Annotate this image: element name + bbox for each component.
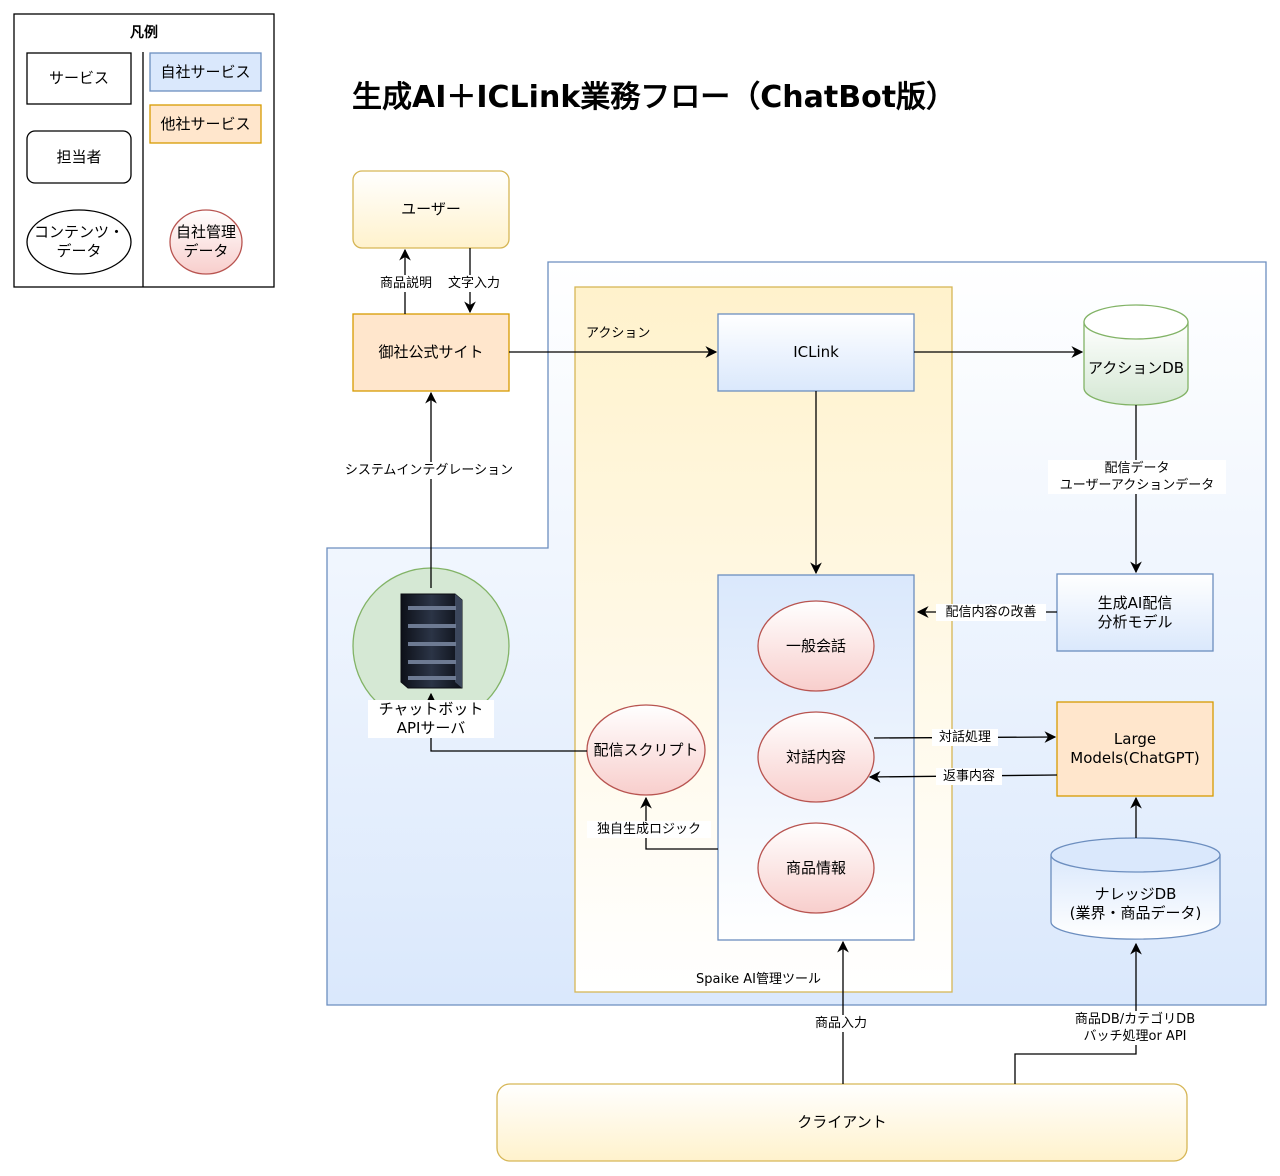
edge-label-product-input: 商品入力 — [808, 1015, 874, 1032]
edge-label-text-input: 文字入力 — [442, 275, 506, 292]
legend-other-service-shape — [149, 104, 262, 144]
edge-client-knowledge — [1014, 942, 1142, 1084]
action-db-top — [1083, 304, 1189, 340]
edge-label-improve: 配信内容の改善 — [936, 604, 1046, 621]
legend-staff-label: 担当者 — [56, 147, 102, 166]
legend-staff-shape — [26, 130, 132, 184]
client-shape — [496, 1083, 1188, 1162]
server-rack-icon — [400, 593, 463, 689]
legend-service-shape — [26, 52, 132, 105]
client-node: クライアント — [797, 1113, 887, 1131]
knowledge-db-top — [1050, 837, 1221, 873]
script-shape — [586, 704, 706, 796]
site-shape — [352, 313, 510, 392]
legend-other-service-label: 他社サービス — [160, 114, 251, 133]
legend-own-service-shape — [149, 52, 262, 92]
edge-label-dialog-process: 対話処理 — [932, 729, 998, 746]
general-chat-shape — [757, 600, 875, 692]
user-node: ユーザー — [401, 200, 461, 218]
edge-label-unique-logic: 独自生成ロジック — [587, 821, 711, 838]
product-info-shape — [757, 822, 875, 914]
knowledge-db-node: ナレッジDB (業界・商品データ) — [1069, 885, 1202, 922]
legend-service-label: サービス — [48, 69, 109, 87]
legend-heading: 凡例 — [130, 24, 158, 41]
edge-label-system-integration: システムインテグレーション — [334, 462, 524, 479]
edge-engine-script — [640, 796, 718, 850]
edge-label-product-db-batch: 商品DB/カテゴリDB バッチ処理or API — [1064, 1011, 1206, 1045]
llm-node: Large Models(ChatGPT) — [1070, 730, 1200, 767]
ai-model-shape — [1056, 573, 1214, 652]
iclink-node: ICLink — [793, 343, 839, 361]
dialog-node: 対話内容 — [785, 747, 846, 766]
script-node: 配信スクリプト — [593, 740, 699, 759]
legend-content-label: コンテンツ・ データ — [33, 223, 124, 260]
legend-own-data-label: 自社管理 データ — [175, 223, 236, 260]
edge-label-delivery-data: 配信データ ユーザーアクションデータ — [1048, 460, 1226, 494]
page-title: 生成AI＋ICLink業務フロー（ChatBot版） — [352, 80, 957, 115]
legend-content-shape — [26, 209, 132, 275]
dialog-shape — [757, 711, 875, 803]
general-chat-node: 一般会話 — [785, 636, 846, 655]
edge-label-reply: 返事内容 — [936, 768, 1002, 785]
action-db-node: アクションDB — [1087, 358, 1185, 377]
knowledge-db-shape — [1050, 854, 1221, 940]
user-shape — [352, 170, 510, 249]
edge-label-product-desc: 商品説明 — [374, 275, 438, 292]
edge-label-action: アクション — [586, 326, 651, 341]
llm-shape — [1056, 701, 1214, 797]
legend-own-data-shape — [169, 209, 243, 275]
action-db-shape — [1083, 321, 1189, 406]
spaike-tool-label: Spaike AI管理ツール — [695, 972, 821, 987]
chatbot-server-node: チャットボット APIサーバ — [368, 700, 494, 738]
legend-own-service-label: 自社サービス — [160, 62, 251, 81]
product-info-node: 商品情報 — [785, 858, 846, 877]
ai-model-node: 生成AI配信 分析モデル — [1097, 593, 1173, 631]
site-node: 御社公式サイト — [378, 343, 484, 361]
